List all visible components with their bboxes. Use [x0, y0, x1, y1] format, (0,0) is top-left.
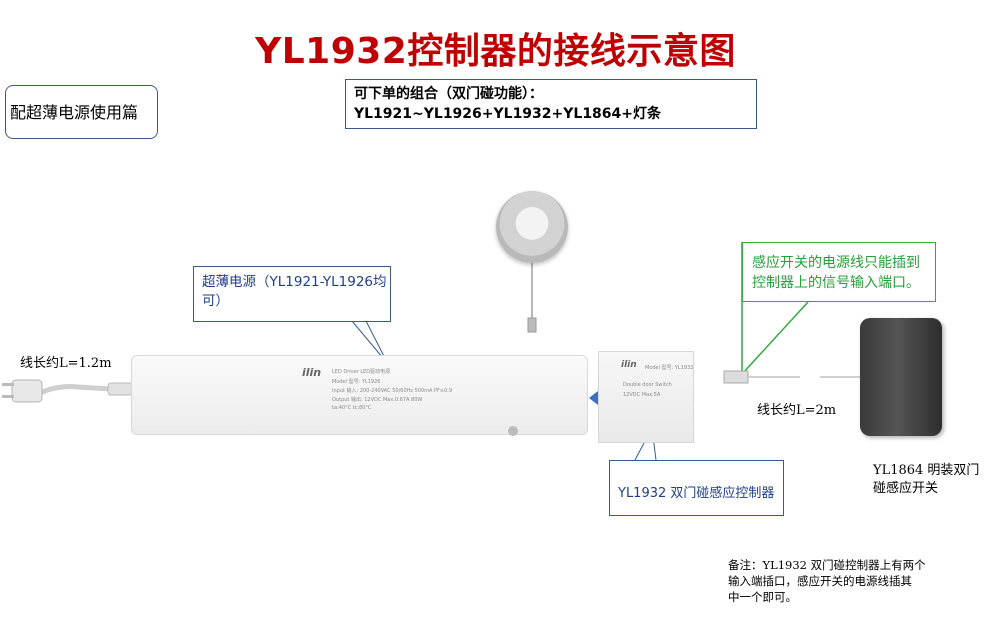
controller-image: ilin Model 型号: YL1932 Double door Switch… [598, 351, 694, 443]
combo-line-1: 可下单的组合（双门碰功能）： [354, 86, 543, 102]
combo-line-2: YL1921~YL1926+YL1932+YL1864+灯条 [354, 106, 662, 122]
ctrl-print-line: Double door Switch [623, 382, 672, 388]
page-title: YL1932控制器的接线示意图 [255, 31, 736, 72]
led-lamp-image [496, 191, 568, 263]
door-sensor-image [860, 318, 942, 436]
remark-line-1: 备注：YL1932 双门碰控制器上有两个 [728, 558, 926, 572]
plug-icon [11, 379, 43, 403]
usage-tag: 配超薄电源使用篇 [5, 85, 158, 139]
ctrl-print-line: Model 型号: YL1932 [645, 365, 694, 371]
psu-label-line-1: 超薄电源（YL1921-YL1926均 [202, 274, 387, 290]
psu-print-line: Output 输出: 12VDC Max.0.67A 80W [332, 397, 423, 403]
psu-label-line-2: 可） [202, 293, 229, 309]
controller-label: YL1932 双门碰感应控制器 [609, 460, 784, 516]
psu-logo: ilin [302, 366, 322, 379]
sensor-label: YL1864 明装双门 碰感应开关 [873, 462, 979, 498]
sensor-note-box: 感应开关的电源线只能插到 控制器上的信号输入端口。 [742, 242, 936, 302]
psu-label: 超薄电源（YL1921-YL1926均 可） [193, 266, 391, 322]
sensor-label-line-2: 碰感应开关 [873, 481, 939, 496]
combo-box: 可下单的组合（双门碰功能）： YL1921~YL1926+YL1932+YL18… [345, 79, 757, 129]
arrow-left-icon [589, 391, 606, 405]
ctrl-logo: ilin [621, 360, 637, 370]
sensor-note-line-1: 感应开关的电源线只能插到 [752, 255, 920, 271]
sensor-label-line-1: YL1864 明装双门 [873, 463, 980, 478]
remark-line-3: 中一个即可。 [728, 590, 797, 604]
psu-print-line: LED Driver LED驱动电源 [332, 369, 391, 375]
green-callout-line-2 [741, 301, 809, 375]
cable-length-right: 线长约L=2m [757, 403, 837, 418]
cable-length-left: 线长约L=1.2m [20, 356, 112, 371]
sensor-note-line-2: 控制器上的信号输入端口。 [752, 275, 920, 291]
psu-print-line: Model 型号: YL1926 [332, 379, 381, 385]
remark-line-2: 输入端插口，感应开关的电源线插其 [728, 574, 912, 588]
remark-note: 备注：YL1932 双门碰控制器上有两个 输入端插口，感应开关的电源线插其 中一… [728, 557, 968, 605]
power-supply-image: ilin LED Driver LED驱动电源 Model 型号: YL1926… [131, 355, 588, 436]
ctrl-print-line: 12VDC Max.5A [623, 392, 661, 398]
psu-print-line: Input 输入: 200-240VAC 50/60Hz 500mA PF≥0.… [332, 388, 453, 394]
psu-print-line: ta:40°C tc:80°C [332, 405, 372, 411]
